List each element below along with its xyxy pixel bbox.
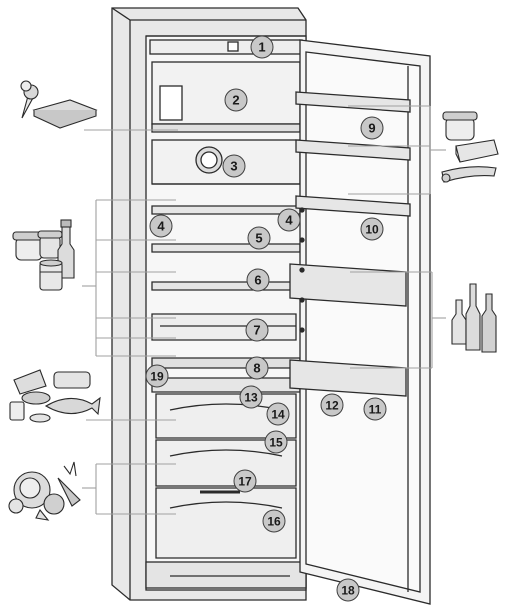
callout-c5: 5 [247, 226, 271, 250]
callout-label: 4 [285, 213, 293, 228]
callout-c19: 19 [145, 364, 169, 388]
callout-label: 17 [238, 475, 252, 489]
callout-label: 9 [368, 121, 375, 136]
callout-circle [246, 268, 270, 292]
callout-label: 1 [258, 40, 265, 55]
callout-circle [224, 88, 248, 112]
callout-label: 8 [253, 361, 260, 376]
callout-c3: 3 [222, 154, 246, 178]
callout-c17: 17 [233, 469, 257, 493]
callout-label: 5 [255, 231, 262, 246]
callout-c13: 13 [239, 385, 263, 409]
callout-circle [336, 578, 360, 602]
callout-c16: 16 [262, 509, 286, 533]
callout-c14: 14 [266, 402, 290, 426]
callout-label: 6 [254, 273, 261, 288]
dairy-butter-icon [441, 111, 499, 183]
callout-circle [250, 35, 274, 59]
callout-label: 2 [232, 93, 239, 108]
callout-circle [222, 154, 246, 178]
callout-label: 14 [271, 408, 285, 422]
callout-c10: 10 [360, 217, 384, 241]
meat-fish-dairy-icon [9, 369, 101, 423]
callout-circle [145, 364, 169, 388]
callout-circle [247, 226, 271, 250]
callout-label: 15 [269, 436, 283, 450]
fridge-door [289, 39, 431, 605]
callout-c4b: 4 [277, 208, 301, 232]
callout-label: 13 [244, 391, 258, 405]
callout-c8: 8 [245, 356, 269, 380]
callout-c4a: 4 [149, 214, 173, 238]
callout-c2: 2 [224, 88, 248, 112]
callout-c12: 12 [320, 393, 344, 417]
callout-circle [320, 393, 344, 417]
callout-label: 11 [369, 403, 382, 417]
callout-circle [277, 208, 301, 232]
callout-circle [266, 402, 290, 426]
callout-label: 16 [267, 515, 281, 529]
bottles-icon [451, 283, 497, 353]
callout-circle [262, 509, 286, 533]
ice-cream-freezer-icon [20, 80, 98, 129]
callout-circle [360, 217, 384, 241]
callout-c18: 18 [336, 578, 360, 602]
callout-circle [245, 356, 269, 380]
door-bins [289, 91, 411, 397]
callout-circle [233, 469, 257, 493]
callout-c15: 15 [264, 430, 288, 454]
callout-circle [264, 430, 288, 454]
callout-label: 4 [157, 219, 165, 234]
callout-label: 10 [365, 223, 379, 237]
callout-c7: 7 [245, 318, 269, 342]
callout-c9: 9 [360, 116, 384, 140]
callout-circle [149, 214, 173, 238]
callout-circle [239, 385, 263, 409]
callout-c6: 6 [246, 268, 270, 292]
jars-and-bottle-icon [12, 219, 75, 291]
callout-label: 3 [230, 159, 237, 174]
callout-circle [360, 116, 384, 140]
callout-c11: 11 [363, 397, 387, 421]
callout-label: 12 [325, 399, 339, 413]
callout-c1: 1 [250, 35, 274, 59]
fridge-cabinet [111, 7, 307, 601]
callout-label: 19 [150, 370, 164, 384]
vegetables-icon [8, 461, 81, 521]
callout-label: 18 [341, 584, 355, 598]
leader-lines [82, 105, 446, 515]
callout-circle [245, 318, 269, 342]
callout-label: 7 [253, 323, 260, 338]
callout-circle [363, 397, 387, 421]
